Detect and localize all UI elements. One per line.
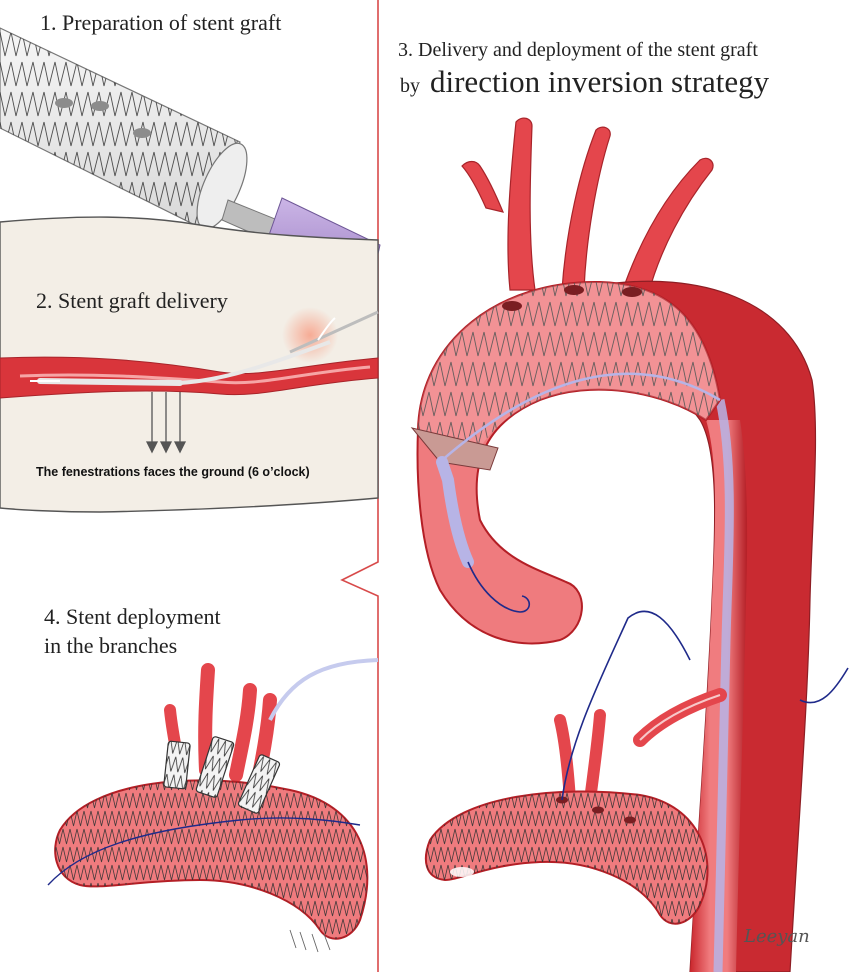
panel4-title-line2: in the branches bbox=[44, 633, 177, 658]
fenestration-hole bbox=[502, 301, 522, 311]
fenestration-hole bbox=[564, 285, 584, 295]
visceral-stent-graft bbox=[424, 688, 727, 925]
fenestration-hole bbox=[55, 98, 73, 108]
panel2-title: 2. Stent graft delivery bbox=[36, 288, 228, 313]
signature: Leeyan bbox=[743, 926, 810, 947]
branch-stent-model bbox=[47, 658, 379, 953]
panel3-title-line1: 3. Delivery and deployment of the stent … bbox=[398, 39, 758, 61]
panel1-title: 1. Preparation of stent graft bbox=[40, 10, 281, 35]
left-subclavian-branch bbox=[621, 157, 714, 296]
delivery-catheter bbox=[30, 310, 379, 386]
fenestration-hole bbox=[133, 128, 151, 138]
left-carotid-branch bbox=[561, 126, 611, 291]
guide-wire-tail bbox=[799, 667, 849, 704]
panel2-caption: The fenestrations faces the ground (6 o’… bbox=[36, 465, 310, 479]
fenestration-hole bbox=[622, 287, 642, 297]
stent-graft-cylinder bbox=[0, 27, 248, 231]
brachiocephalic-branch bbox=[507, 117, 536, 291]
fenestration-hole bbox=[91, 101, 109, 111]
downward-arrows bbox=[145, 392, 187, 454]
panel3-title-line2: by direction inversion strategy bbox=[400, 64, 770, 99]
guide-wire bbox=[561, 610, 691, 801]
femoral-vessel bbox=[0, 356, 379, 399]
panel4-title-line1: 4. Stent deployment bbox=[44, 604, 221, 629]
aortic-arch bbox=[410, 117, 817, 972]
